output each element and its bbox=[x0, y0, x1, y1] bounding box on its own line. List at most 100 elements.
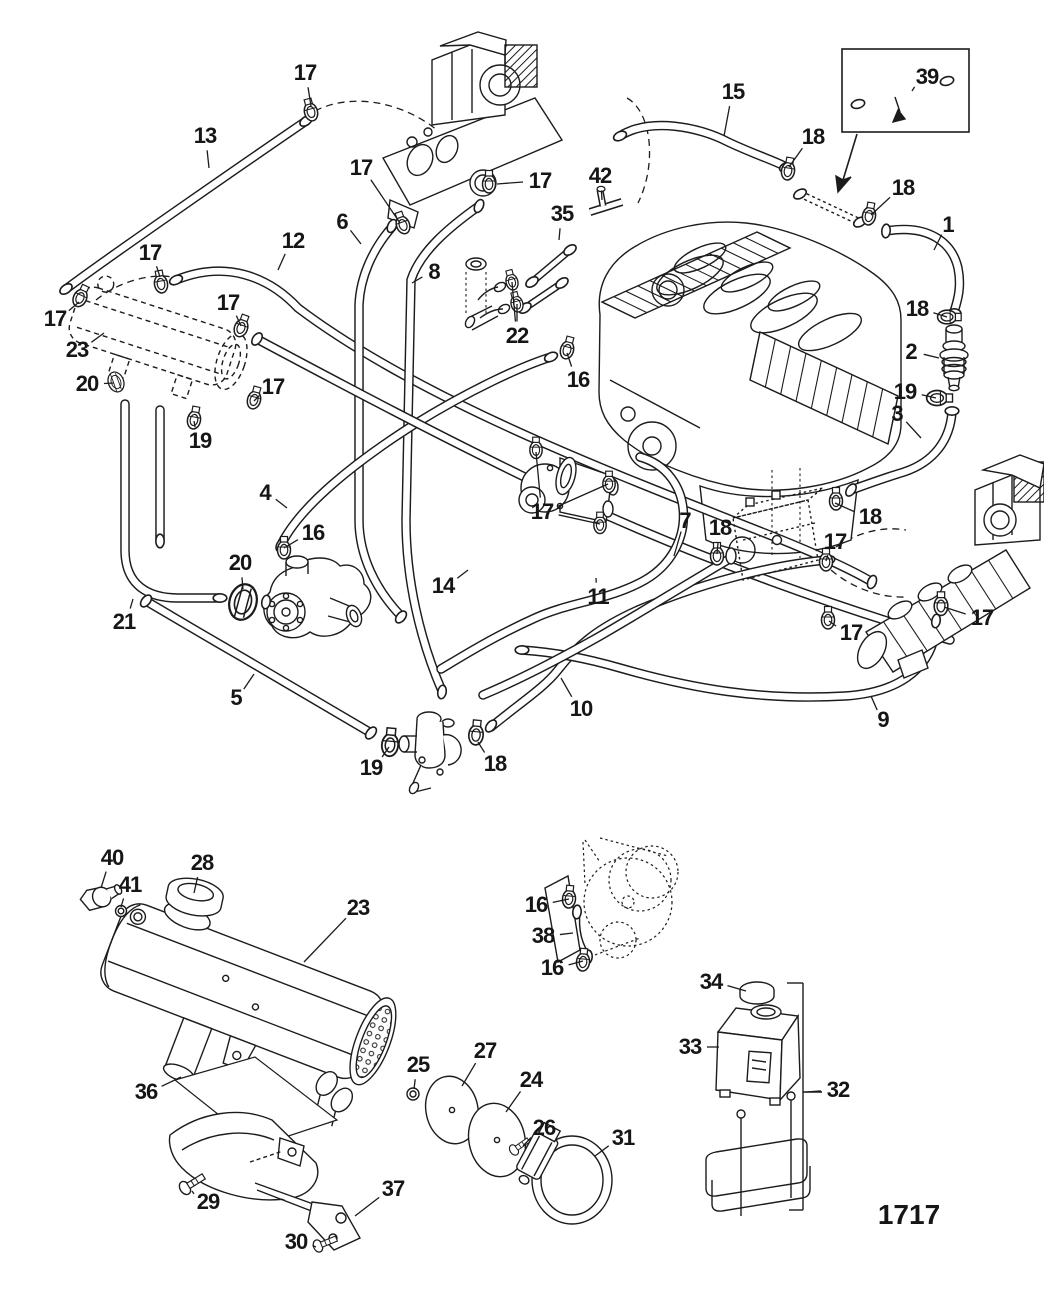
leader-line bbox=[805, 1090, 822, 1093]
leader-line bbox=[933, 234, 943, 251]
drain-cap-icon bbox=[107, 371, 125, 393]
leader-line bbox=[354, 1196, 380, 1217]
exhaust-manifold-elbow-right bbox=[856, 454, 1044, 679]
hose-clamp-icon bbox=[861, 201, 877, 226]
hose-end-ring bbox=[880, 223, 892, 239]
hardware-layer bbox=[59, 75, 962, 1253]
bolt-icon bbox=[178, 1172, 207, 1196]
hose-clamp-icon bbox=[380, 726, 400, 758]
leader-line bbox=[155, 266, 161, 278]
tube bbox=[529, 247, 573, 285]
leader-line bbox=[557, 483, 609, 507]
leader-line bbox=[911, 86, 916, 92]
leader-line bbox=[522, 1136, 532, 1147]
heat-exchanger-phantom bbox=[68, 275, 248, 400]
hose-clamp-icon bbox=[925, 389, 954, 407]
hose-clamp-icon bbox=[394, 210, 411, 235]
hose bbox=[486, 555, 833, 732]
leader-line bbox=[923, 353, 940, 359]
leader-line bbox=[91, 332, 105, 343]
hose-clamp-icon bbox=[233, 313, 250, 338]
leader-line bbox=[505, 1091, 522, 1113]
leader-line bbox=[535, 451, 541, 498]
thermostat-housing bbox=[398, 711, 462, 795]
fuel-cooler-phantom bbox=[725, 487, 824, 581]
leader-line bbox=[511, 281, 517, 322]
hose bbox=[61, 116, 311, 294]
leader-line bbox=[303, 917, 347, 963]
leader-line bbox=[905, 421, 922, 439]
leader-line bbox=[307, 87, 312, 107]
leader-line bbox=[235, 315, 242, 327]
hose bbox=[120, 399, 225, 603]
disc-gasket bbox=[406, 1075, 527, 1178]
leader-line bbox=[283, 539, 299, 549]
hose bbox=[881, 224, 965, 317]
leader-line bbox=[275, 498, 288, 509]
coolant-reservoir bbox=[715, 1004, 801, 1106]
leader-line bbox=[825, 554, 829, 562]
leader-line bbox=[727, 984, 747, 992]
leader-line bbox=[723, 106, 731, 137]
hose-end-ring bbox=[563, 243, 577, 257]
hose bbox=[846, 407, 957, 495]
washer bbox=[114, 904, 128, 918]
exhaust-manifold-elbow-left bbox=[381, 31, 564, 229]
hose-clamp-icon bbox=[933, 591, 949, 617]
leader-line bbox=[496, 181, 524, 185]
leader-line bbox=[191, 1190, 195, 1195]
leader-line bbox=[552, 898, 570, 904]
leader-line bbox=[161, 1076, 182, 1087]
leader-line bbox=[349, 229, 362, 245]
hose-end-ring bbox=[212, 593, 228, 603]
leader-line bbox=[560, 677, 573, 698]
hose-end-ring bbox=[555, 276, 569, 290]
heat-exchanger-cap bbox=[165, 877, 224, 917]
leader-line bbox=[788, 147, 803, 168]
hose-end-ring bbox=[473, 198, 485, 214]
leader-line bbox=[243, 673, 255, 690]
leader-line bbox=[206, 150, 210, 169]
hose-end-ring bbox=[59, 282, 73, 296]
leader-line bbox=[100, 871, 107, 889]
hose-clamp-icon bbox=[820, 605, 836, 630]
leader-line bbox=[558, 514, 601, 525]
leader-line bbox=[193, 876, 199, 894]
hose-end-ring bbox=[944, 406, 960, 416]
hose-end-ring bbox=[436, 684, 448, 700]
leader-line bbox=[68, 301, 80, 312]
hose-end-ring bbox=[612, 130, 628, 142]
leader-line bbox=[413, 1079, 416, 1090]
leader-line bbox=[559, 932, 574, 936]
tube-fitting bbox=[939, 324, 969, 392]
hose-end-ring bbox=[850, 98, 866, 110]
tee-fitting bbox=[588, 185, 624, 216]
hose-end-ring bbox=[168, 274, 184, 286]
hose bbox=[478, 553, 736, 700]
leader-line bbox=[241, 577, 244, 590]
leader-line bbox=[828, 620, 837, 627]
leader-line bbox=[933, 312, 948, 318]
leader-line bbox=[456, 569, 469, 579]
hose-end-ring bbox=[571, 904, 583, 920]
hose bbox=[517, 623, 941, 702]
hose-clamp-icon bbox=[602, 470, 616, 494]
reservoir-bracket bbox=[705, 982, 822, 1216]
leader-line bbox=[411, 276, 423, 284]
bolt-icon bbox=[312, 1235, 339, 1253]
hose-clamp-icon bbox=[559, 335, 575, 360]
drain-cap-icon bbox=[228, 583, 258, 621]
hose bbox=[141, 596, 376, 738]
leader-line bbox=[253, 395, 260, 402]
hose-end-ring bbox=[525, 275, 539, 289]
leader-line bbox=[870, 695, 878, 711]
leader-line bbox=[566, 352, 573, 367]
circulation-pump bbox=[518, 456, 619, 523]
leader-line bbox=[834, 502, 855, 513]
leader-lines bbox=[68, 86, 966, 1248]
hose-end-ring bbox=[484, 719, 498, 733]
leader-line bbox=[673, 531, 682, 557]
leader-line bbox=[943, 606, 966, 615]
